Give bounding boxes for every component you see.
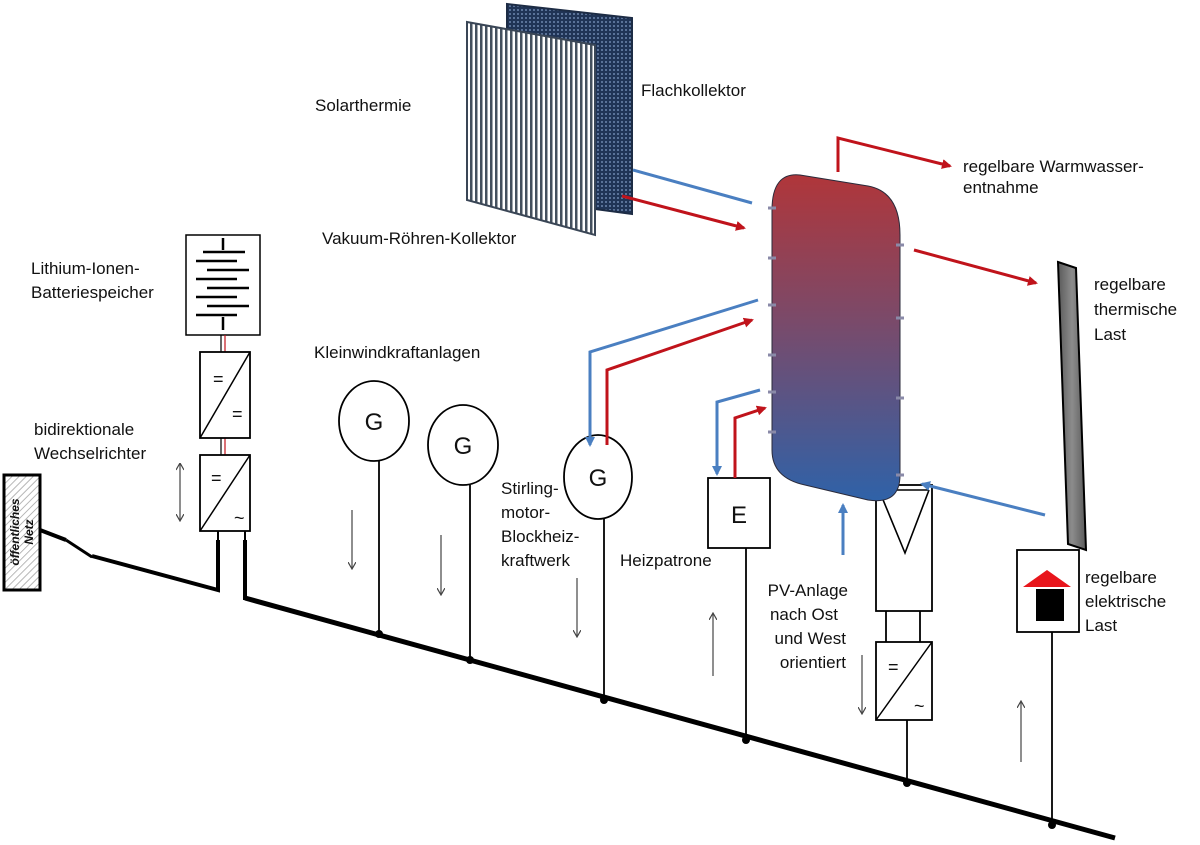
public-grid-box: öffentliches Netz [2,473,42,592]
generator-symbol-3: G [589,465,608,492]
pv-connection [885,611,921,642]
hot-water-draw-pipe [836,136,952,172]
heater-symbol: E [731,502,747,529]
label-warmwasser-1: regelbare Warmwasser- [963,157,1144,176]
label-stirling-3: Blockheiz- [501,527,579,546]
house-body-icon [1036,589,1064,621]
label-thermisch-2: thermische [1094,300,1177,319]
label-pv-4: orientiert [780,653,846,672]
grid-feed-line [39,528,67,542]
pv-module [875,484,933,612]
label-elektrisch-2: elektrische [1085,592,1166,611]
ac-symbol-1: ~ [234,508,245,528]
heater-supply-pipe [733,405,767,478]
pv-inverter: = ~ [875,641,933,721]
label-thermisch-1: regelbare [1094,275,1166,294]
vacuum-tube-collector [466,20,596,237]
battery-storage [185,234,261,336]
label-vakuum: Vakuum-Röhren-Kollektor [322,229,517,248]
generator-symbol-1: G [365,409,384,436]
house-icon [1023,570,1071,587]
collector-return-pipe [632,168,753,205]
label-pv-2: nach Ost [770,605,838,624]
label-inverter-1: bidirektionale [34,420,134,439]
ac-symbol-2: ~ [914,696,925,716]
label-stirling-4: kraftwerk [501,551,570,570]
stirling-chp-generator: G [563,434,633,704]
heating-element: E [707,477,771,744]
label-thermisch-3: Last [1094,325,1126,344]
thermal-load-bar [1056,260,1088,552]
label-warmwasser-2: entnahme [963,178,1039,197]
label-elektrisch-1: regelbare [1085,568,1157,587]
label-elektrisch-3: Last [1085,616,1117,635]
thermal-load-supply-pipe [913,248,1038,286]
label-inverter-2: Wechselrichter [34,444,146,463]
heater-return-pipe [712,388,761,476]
label-battery-2: Batteriespeicher [31,283,154,302]
grid-switch[interactable] [65,538,93,559]
label-pv-1: PV-Anlage [768,581,848,600]
chp-supply-pipe [605,317,754,445]
dc-symbol-3: = [211,468,222,488]
label-wind: Kleinwindkraftanlagen [314,343,480,362]
generator-symbol-2: G [454,433,473,460]
label-pv-3: und West [774,629,846,648]
dc-dc-converter: = = [199,351,251,439]
collector-supply-pipe [621,194,746,231]
label-stirling-1: Stirling- [501,479,559,498]
wind-generator-2: G [427,404,499,664]
chp-return-pipe [585,298,759,447]
grid-label-1: öffentliches [8,498,22,565]
pv-bus-node [903,779,911,787]
label-heizpatrone: Heizpatrone [620,551,712,570]
label-battery-1: Lithium-Ionen- [31,259,140,278]
thermal-storage-tank [768,174,904,502]
dc-symbol-1: = [213,369,224,389]
bidirectional-inverter: = ~ [199,454,251,532]
dc-symbol-2: = [232,404,243,424]
grid-feed-line-2 [91,540,220,593]
label-stirling-2: motor- [501,503,550,522]
battery-connection [220,335,226,455]
dc-symbol-4: = [888,657,899,677]
label-solarthermie: Solarthermie [315,96,411,115]
thermal-load-return-pipe [920,481,1046,517]
grid-label-2: Netz [22,519,36,544]
wind-generator-1: G [338,380,410,638]
electric-load [1016,549,1080,829]
label-flachkollektor: Flachkollektor [641,81,746,100]
main-bus-line [244,595,1116,841]
